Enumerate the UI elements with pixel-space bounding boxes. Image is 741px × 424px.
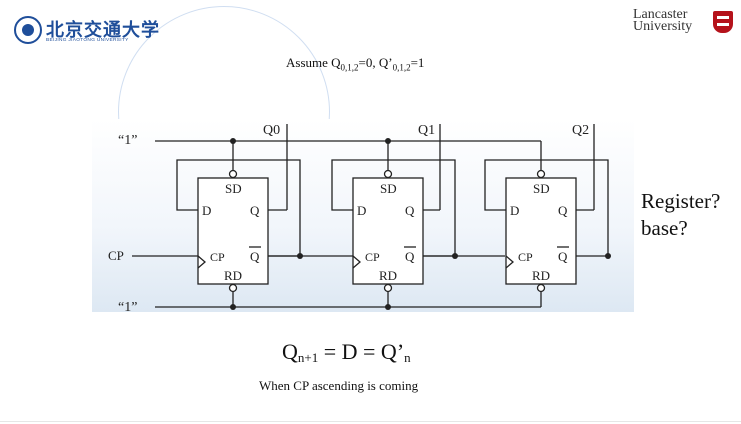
output-q1-label: Q1 xyxy=(418,123,435,138)
side-question-line1: Register? xyxy=(641,189,721,213)
formula-n: n xyxy=(404,350,411,365)
formula-n1: n+1 xyxy=(297,350,319,365)
cp-input-label: CP xyxy=(108,248,124,263)
flipflop-0-sd-label: SD xyxy=(225,181,242,196)
bjtu-logo: 北京交通大学 BEIJING JIAOTONG UNIVERSITY xyxy=(8,10,159,52)
formula-q: Q xyxy=(282,339,298,364)
flipflop-2-cp-label: CP xyxy=(518,250,533,264)
flipflop-2-q-label: Q xyxy=(558,203,568,218)
assume-sub1: 0,1,2 xyxy=(340,62,359,73)
flipflop-0-d-label: D xyxy=(202,203,211,218)
flipflop-2-qbar-label: Q xyxy=(558,249,568,264)
flipflop-1-cp-label: CP xyxy=(365,250,380,264)
flipflop-0-cp-label: CP xyxy=(210,250,225,264)
lancaster-line2: University xyxy=(633,19,693,34)
logic-one-top-label: “1” xyxy=(118,133,137,148)
state-equation: Qn+1 = D = Q’n xyxy=(282,339,411,366)
assume-mid: =0, Q’ xyxy=(358,55,393,70)
output-q0-label: Q0 xyxy=(263,123,280,138)
flipflop-1-q-label: Q xyxy=(405,203,415,218)
assume-prefix: Assume Q xyxy=(286,55,341,70)
assumption-text: Assume Q0,1,2=0, Q’0,1,2=1 xyxy=(286,55,424,73)
side-question-line2: base? xyxy=(641,216,688,240)
lancaster-line1: Lancaster xyxy=(633,7,688,22)
assume-suffix: =1 xyxy=(410,55,425,70)
flipflop-1-qbar-label: Q xyxy=(405,249,415,264)
logic-one-bottom-label: “1” xyxy=(118,300,137,315)
flipflop-0-rd-bubble xyxy=(228,283,238,293)
flipflop-1: SD D Q CP Q RD Q1 xyxy=(331,123,458,310)
bjtu-name-cn: 北京交通大学 xyxy=(46,20,160,41)
flipflop-0-sd-bubble xyxy=(228,169,238,179)
flipflop-0-clock-triangle xyxy=(197,255,206,269)
bjtu-name-en: BEIJING JIAOTONG UNIVERSITY xyxy=(46,38,129,43)
flipflop-2-clock-triangle xyxy=(505,255,514,269)
clock-note: When CP ascending is coming xyxy=(259,378,419,393)
flipflop-0-body xyxy=(197,177,269,285)
flipflop-0: SD D Q CP Q RD Q0 xyxy=(176,123,303,310)
flipflop-2-d-label: D xyxy=(510,203,519,218)
flipflop-1-sd-label: SD xyxy=(380,181,397,196)
flipflop-1-clock-triangle xyxy=(352,255,361,269)
flipflop-0-qbar-label: Q xyxy=(250,249,260,264)
flipflop-1-rd-label: RD xyxy=(379,268,397,283)
formula-eq: = D = Q’ xyxy=(318,339,405,364)
flipflop-0-rd-label: RD xyxy=(224,268,242,283)
bjtu-seal-icon xyxy=(14,16,42,44)
lancaster-crest-icon xyxy=(713,11,733,33)
flipflop-2-sd-label: SD xyxy=(533,181,550,196)
flipflop-1-body xyxy=(352,177,424,285)
lancaster-logo: Lancaster University xyxy=(633,7,733,41)
bottom-divider xyxy=(0,421,741,422)
assume-sub2: 0,1,2 xyxy=(392,62,411,73)
lancaster-wordmark: Lancaster University xyxy=(633,7,693,34)
flipflop-2: SD D Q CP Q RD Q2 xyxy=(484,123,611,307)
flipflop-2-rd-label: RD xyxy=(532,268,550,283)
output-q2-label: Q2 xyxy=(572,123,589,138)
flipflop-0-q-label: Q xyxy=(250,203,260,218)
flipflop-1-d-label: D xyxy=(357,203,366,218)
side-question: Register? base? xyxy=(641,188,720,242)
